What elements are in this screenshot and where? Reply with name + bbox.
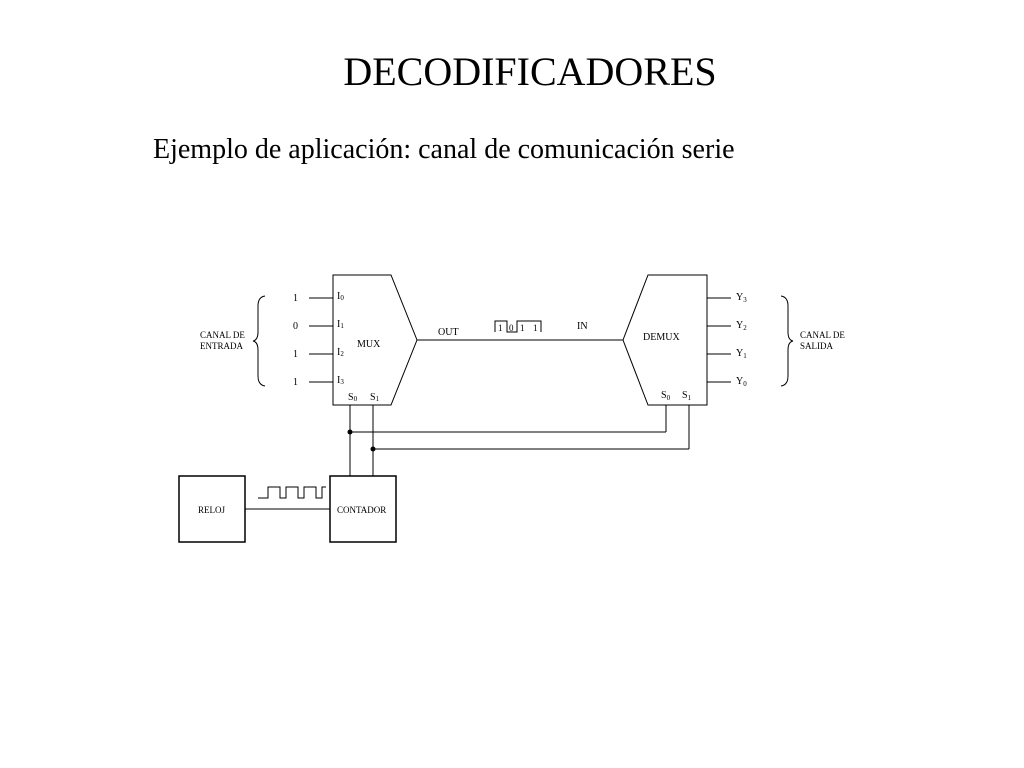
page-title: DECODIFICADORES <box>343 49 717 94</box>
mux-select-label-1: S1 <box>370 392 380 403</box>
demux-output-label-0: Y0 <box>736 376 747 388</box>
demux-output-label-3: Y3 <box>736 292 747 304</box>
mux-input-value-3: 1 <box>293 377 298 388</box>
page-subtitle: Ejemplo de aplicación: canal de comunica… <box>153 134 735 165</box>
canal-salida-line-1: CANAL DE <box>800 330 845 340</box>
mux-select-label-0: S0 <box>348 392 358 403</box>
canal-salida-line-2: SALIDA <box>800 341 833 351</box>
input-channel-brace <box>252 295 266 387</box>
out-label: OUT <box>438 327 459 338</box>
junction-dot-s0 <box>347 429 353 435</box>
demux-label: DEMUX <box>643 332 680 343</box>
mux-input-label-1: I1 <box>337 319 344 330</box>
mux-input-label-2: I2 <box>337 347 344 358</box>
contador-label: CONTADOR <box>337 505 386 515</box>
mux-input-value-2: 1 <box>293 349 298 360</box>
in-label: IN <box>577 321 588 332</box>
mux-label: MUX <box>357 339 381 350</box>
serial-bit-2: 1 <box>520 323 525 333</box>
clock-waveform <box>258 486 326 499</box>
serial-bit-3: 1 <box>533 323 538 333</box>
mux-input-label-0: I0 <box>337 291 344 302</box>
mux-input-label-3: I3 <box>337 375 344 386</box>
demux-select-label-1: S1 <box>682 390 692 402</box>
output-channel-brace <box>780 295 794 387</box>
reloj-label: RELOJ <box>198 505 225 515</box>
mux-block <box>332 274 418 406</box>
canal-entrada-line-1: CANAL DE <box>200 330 245 340</box>
canal-entrada-line-2: ENTRADA <box>200 341 243 351</box>
demux-select-label-0: S0 <box>661 390 671 402</box>
contador-block <box>329 475 397 543</box>
demux-block <box>622 274 708 406</box>
mux-input-value-1: 0 <box>293 321 298 332</box>
demux-output-label-2: Y2 <box>736 320 747 332</box>
junction-dot-s1 <box>370 446 376 452</box>
serial-bit-1: 0 <box>509 323 514 333</box>
demux-output-label-1: Y1 <box>736 348 747 360</box>
serial-bit-0: 1 <box>498 323 503 333</box>
mux-input-value-0: 1 <box>293 293 298 304</box>
serial-waveform <box>494 320 542 333</box>
